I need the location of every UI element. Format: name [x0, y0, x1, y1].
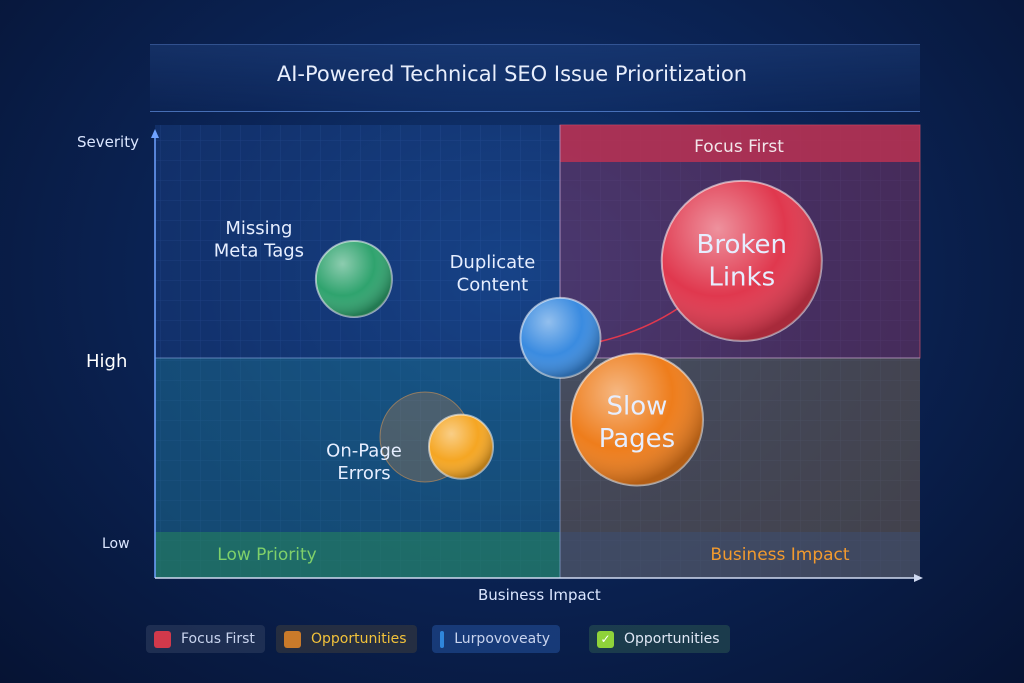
legend-swatch-icon — [284, 630, 301, 648]
quadrant-label-low-priority: Low Priority — [217, 545, 316, 565]
title-panel — [150, 44, 920, 112]
legend-label: Focus First — [181, 631, 255, 647]
y-axis-arrow-icon — [151, 129, 159, 138]
quadrant-focus-first-band — [560, 125, 920, 162]
legend-item-opportunities-orange: Opportunities — [276, 625, 417, 653]
legend-item-blue: Lurpovoveaty — [432, 625, 560, 653]
legend-item-opportunities-green: ✓ Opportunities — [589, 625, 730, 653]
bubble-shine — [429, 414, 493, 479]
legend-label: Opportunities — [624, 631, 720, 647]
data-label-duplicate-content: Duplicate — [450, 252, 536, 273]
y-axis-label: Severity — [77, 133, 139, 151]
data-label-on-page-errors: Errors — [337, 463, 390, 484]
chart-title: AI-Powered Technical SEO Issue Prioritiz… — [276, 62, 748, 86]
data-label-missing-meta-tags: Meta Tags — [214, 241, 304, 262]
data-label-duplicate-content: Content — [457, 274, 529, 295]
data-label-slow-pages: Slow — [606, 391, 667, 421]
quadrant-business-impact-band — [560, 532, 920, 578]
data-label-broken-links: Links — [708, 262, 775, 292]
y-tick-low: Low — [102, 536, 130, 552]
bubble-shine — [520, 297, 601, 378]
bubble-shine — [661, 180, 822, 341]
quadrant-label-focus-first: Focus First — [694, 137, 784, 157]
legend-label: Opportunities — [311, 631, 407, 647]
bubble-shine — [315, 241, 392, 318]
legend-swatch-icon — [154, 630, 171, 648]
data-label-broken-links: Broken — [697, 230, 787, 260]
y-tick-high: High — [86, 351, 128, 372]
check-icon: ✓ — [597, 630, 614, 648]
quadrant-low-priority-band — [155, 532, 560, 578]
x-axis-label: Business Impact — [478, 586, 601, 604]
legend-label: Lurpovoveaty — [454, 631, 550, 647]
data-label-on-page-errors: On-Page — [326, 441, 402, 462]
legend-item-focus-first: Focus First — [146, 625, 265, 653]
quadrant-label-business-impact: Business Impact — [710, 545, 849, 565]
data-label-slow-pages: Pages — [599, 424, 676, 454]
data-label-missing-meta-tags: Missing — [225, 218, 292, 239]
bubble-shine — [570, 353, 703, 486]
legend-swatch-icon — [440, 630, 445, 648]
x-axis-arrow-icon — [914, 574, 923, 582]
